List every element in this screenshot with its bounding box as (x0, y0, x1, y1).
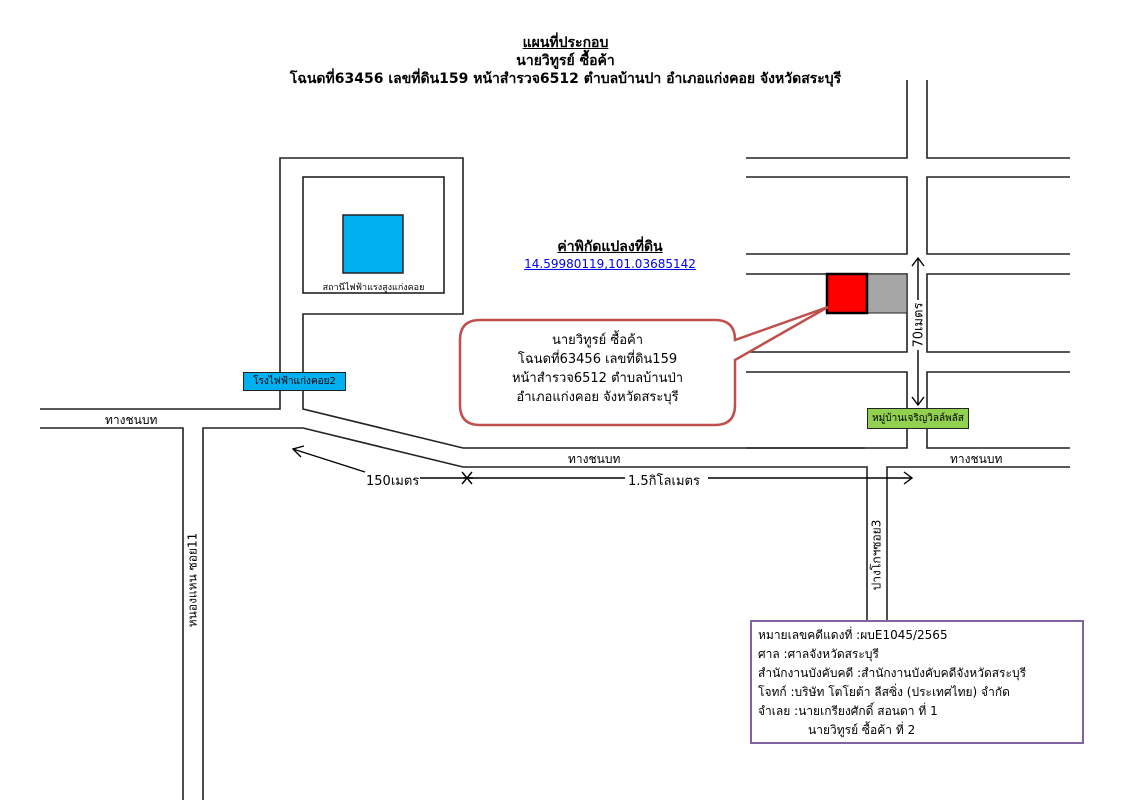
arrowhead (291, 445, 305, 458)
block-edge (926, 176, 1070, 255)
callout-bubble (458, 305, 829, 427)
distance-arrows (291, 256, 925, 485)
arrowhead (903, 471, 914, 485)
road-label-soi3: ปางโกฯซอย3 (869, 519, 884, 591)
road-label-rural-right: ทางชนบท (950, 452, 1003, 466)
map-title: แผนที่ประกอบ (522, 35, 609, 51)
enforcement-office: สำนักงานบังคับคดี :สำนักงานบังคับคดีจังห… (758, 666, 1027, 680)
case-number: หมายเลขคดีแดงที่ :ผบE1045/2565 (758, 628, 948, 642)
parcel-details: โฉนดที่63456 เลขที่ดิน159 หน้าสำรวจ6512 … (289, 71, 842, 87)
block-edge (746, 80, 908, 159)
block-edge (746, 176, 908, 255)
distance-1-5km: 1.5กิโลเมตร (628, 474, 700, 489)
subject-parcel (825, 272, 869, 315)
plaintiff: โจทก์ :บริษัท โตโยต้า ลีสซิ่ง (ประเทศไทย… (758, 685, 1010, 699)
arrowhead (911, 396, 925, 407)
defendant-1: จำเลย :นายเกรียงศักดิ์ สอนดา ที่ 1 (758, 704, 938, 718)
callout-line: อำเภอแก่งคอย จังหวัดสระบุรี (516, 390, 679, 405)
coordinates-heading: ค่าพิกัดแปลงที่ดิน (557, 239, 663, 255)
distance-150m: 150เมตร (366, 474, 420, 489)
coordinates-link[interactable]: 14.59980119,101.03685142 (524, 257, 696, 271)
callout-line: โฉนดที่63456 เลขที่ดิน159 (517, 352, 678, 367)
callout-line: นายวิทูรย์ ซื้อค้า (551, 333, 644, 348)
arrowhead (911, 256, 925, 267)
road-label-rural-mid: ทางชนบท (568, 452, 621, 466)
block-edge (926, 80, 1070, 159)
court: ศาล :ศาลจังหวัดสระบุรี (758, 647, 879, 661)
road-label-soi11: หนองแหน ซอย11 (185, 532, 200, 628)
callout-text: นายวิทูรย์ ซื้อค้า โฉนดที่63456 เลขที่ดิ… (460, 331, 735, 407)
road-edge (40, 157, 865, 449)
owner-name: นายวิทูรย์ ซื้อค้า (516, 53, 615, 69)
callout-line: หน้าสำรวจ6512 ตำบลบ้านป่า (511, 371, 684, 386)
arrow-150m-a (292, 448, 366, 473)
block-edge (926, 273, 1070, 353)
defendant-2: นายวิทูรย์ ซื้อค้า ที่ 2 (808, 723, 916, 737)
case-info-box: หมายเลขคดีแดงที่ :ผบE1045/2565 ศาล :ศาลจ… (750, 620, 1084, 744)
neighbor-parcel (866, 273, 908, 314)
village-label: หมู่บ้านเจริญวิลล์พลัส (867, 408, 969, 429)
distance-70m: 70เมตร (911, 302, 927, 348)
power-plant-label: โรงไฟฟ้าแก่งคอย2 (243, 372, 346, 391)
substation-label: สถานีไฟฟ้าแรงสูงแก่งคอย (322, 283, 425, 293)
road-edge (40, 427, 184, 800)
substation-building (342, 214, 404, 274)
road-label-rural-left: ทางชนบท (105, 413, 158, 427)
road-edge (886, 466, 1070, 620)
substation-compound (302, 176, 445, 294)
road-edge (202, 427, 868, 800)
